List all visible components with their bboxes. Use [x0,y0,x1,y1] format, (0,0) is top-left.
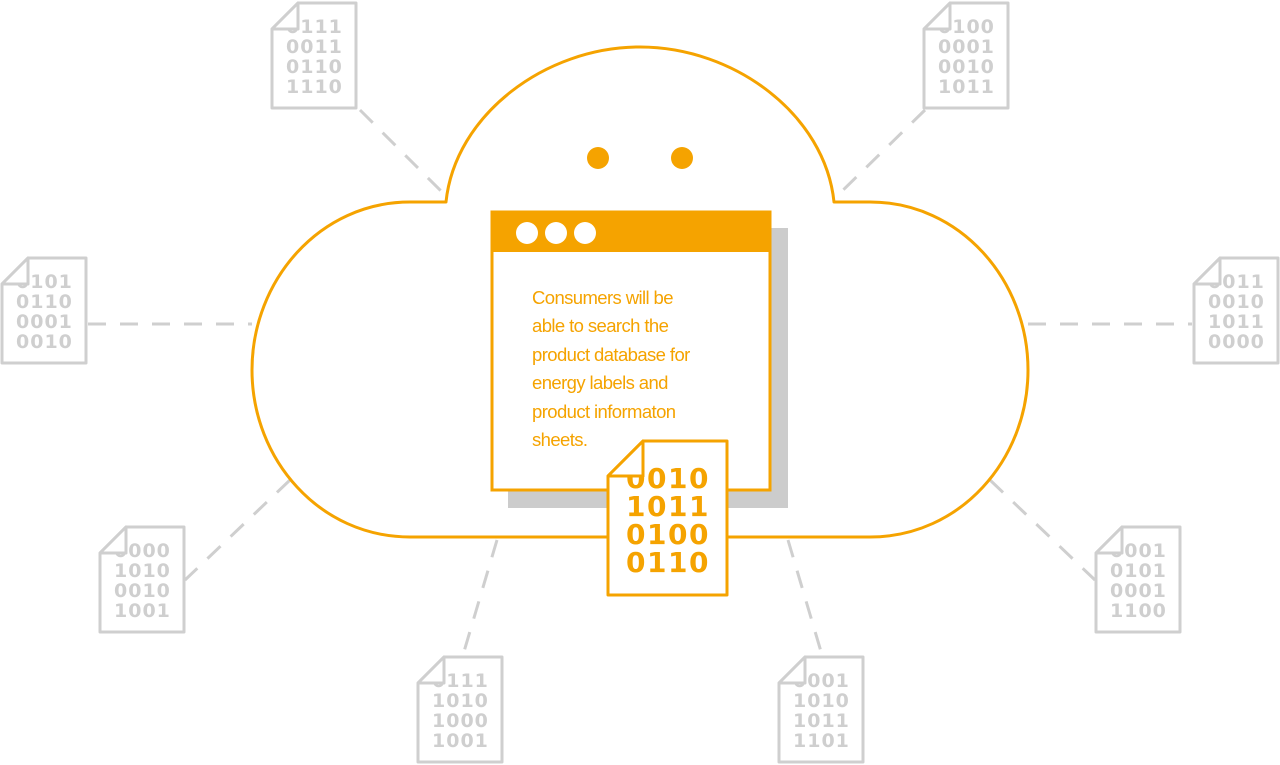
document-line-2: 0101 [1110,560,1167,582]
central-document: 0010 1011 0100 0110 [606,439,729,597]
caption-text: Consumers will be able to search the pro… [532,284,732,454]
document-fold [0,256,30,286]
document-line-1: 0100 [938,16,995,38]
connector-top-left [358,108,447,197]
window-dot-1 [516,222,538,244]
document-line-3: 0001 [16,311,73,333]
caption-line-5: product informaton [532,400,676,422]
connector-lower-left [183,478,292,582]
document-line-3: 1000 [432,710,489,732]
document-line-4: 0010 [16,331,73,353]
document-line-2: 0011 [286,36,343,58]
document-line-2: 1010 [114,560,171,582]
document-line-1: 0000 [114,540,171,562]
document-line-3: 0010 [938,56,995,78]
document-line-2: 0010 [1208,291,1265,313]
document-line-3: 0001 [1110,580,1167,602]
document-fold [777,655,807,685]
caption-line-4: energy labels and [532,372,668,394]
document-line-2: 0001 [938,36,995,58]
browser-window-icon [490,210,788,508]
document-fold [98,525,128,555]
document-line-4: 0000 [1208,331,1265,353]
document-line-3: 0010 [114,580,171,602]
document-fold [416,655,446,685]
connector-top-right [836,108,927,197]
document-line-1: 0001 [1110,540,1167,562]
right-eye [671,147,693,169]
caption-line-2: able to search the [532,315,669,337]
document-line-2: 1011 [626,490,710,523]
document-line-4: 1011 [938,76,995,98]
document-fold [1094,525,1124,555]
connector-lines [88,108,1192,656]
cloud-eyes-icon [587,147,693,169]
window-titlebar [492,212,770,252]
document-line-3: 1011 [793,710,850,732]
connector-bottom-right [786,539,824,656]
window-dot-3 [574,222,596,244]
document-line-2: 0110 [16,291,73,313]
document-fold [922,1,952,31]
connector-bottom-left [461,539,499,656]
document-line-1: 0001 [793,670,850,692]
window-dot-2 [545,222,567,244]
document-fold-cover [606,439,645,478]
document-line-1: 0111 [286,16,343,38]
document-line-3: 1011 [1208,311,1265,333]
document-line-2: 1010 [793,690,850,712]
document-line-3: 0110 [286,56,343,78]
document-line-1: 0011 [1208,271,1265,293]
document-fold [1192,256,1222,286]
left-eye [587,147,609,169]
caption-line-3: product database for [532,343,690,365]
document-line-4: 0110 [626,546,710,579]
document-line-4: 1100 [1110,600,1167,622]
document-line-1: 0101 [16,271,73,293]
document-line-4: 1001 [114,600,171,622]
document-line-1: 0111 [432,670,489,692]
document-line-2: 1010 [432,690,489,712]
document-line-3: 0100 [626,518,710,551]
caption-line-1: Consumers will be [532,287,674,308]
document-line-4: 1110 [286,76,343,98]
document-line-4: 1001 [432,730,489,752]
connector-lower-right [988,478,1097,582]
document-line-4: 1101 [793,730,850,752]
caption-line-6: sheets. [532,429,588,451]
document-fold [270,1,300,31]
